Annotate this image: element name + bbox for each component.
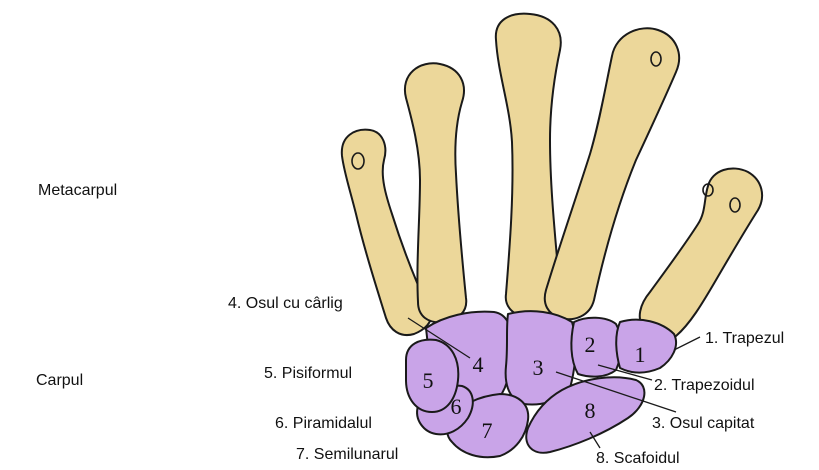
carpal-bones [406, 311, 676, 457]
label-capitate: 3. Osul capitat [652, 415, 755, 432]
region-label-carpal: Carpul [36, 372, 83, 389]
bone-number-1: 1 [635, 342, 646, 367]
label-pisiform: 5. Pisiformul [264, 365, 352, 382]
bone-number-4: 4 [473, 352, 484, 377]
label-trapezoid: 2. Trapezoidul [654, 377, 755, 394]
bone-number-8: 8 [585, 398, 596, 423]
label-triquetrum: 6. Piramidalul [275, 415, 372, 432]
label-lunate: 7. Semilunarul [296, 446, 398, 463]
label-scaphoid: 8. Scafoidul [596, 450, 680, 467]
label-hamate: 4. Osul cu cârlig [228, 295, 343, 312]
region-label-metacarpal: Metacarpul [38, 182, 117, 199]
trapezoid-bone [571, 318, 621, 377]
bone-number-5: 5 [423, 368, 434, 393]
metacarpal-1 [640, 168, 762, 340]
leader-trapezium [674, 337, 700, 350]
metacarpal-bones [342, 14, 762, 341]
label-trapezium: 1. Trapezul [705, 330, 784, 347]
metacarpal-2 [545, 28, 679, 319]
bone-number-2: 2 [585, 332, 596, 357]
bone-number-3: 3 [533, 355, 544, 380]
bone-number-7: 7 [482, 418, 493, 443]
trapezium-bone [616, 320, 676, 373]
bone-number-6: 6 [451, 394, 462, 419]
